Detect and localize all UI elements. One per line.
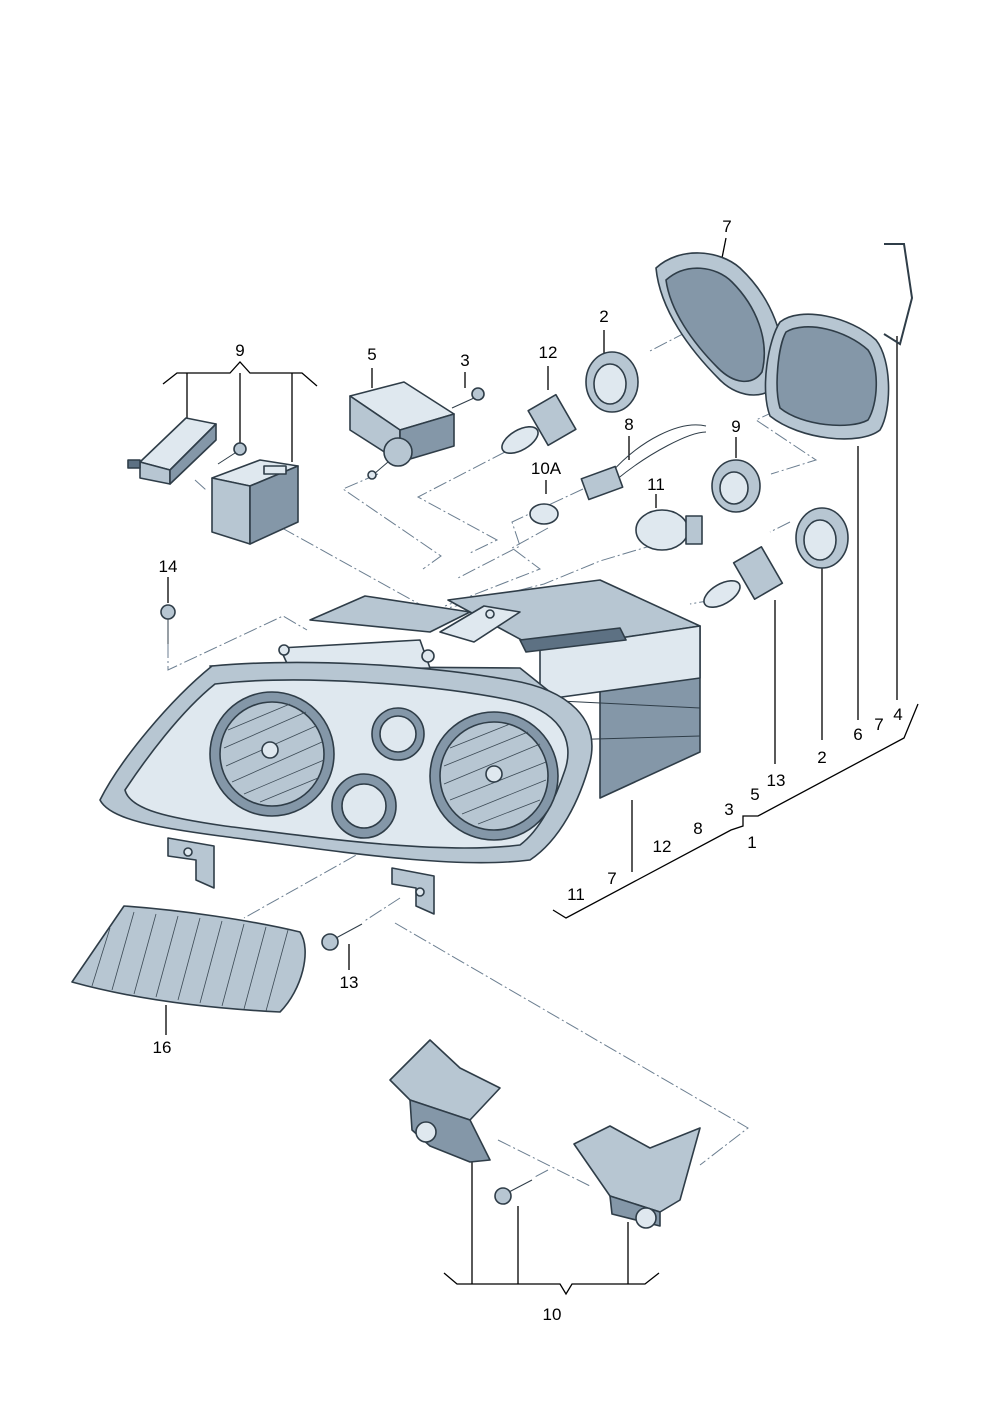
- callout-7-right: 7: [874, 715, 883, 734]
- small-bulb-parts: [529, 424, 761, 551]
- callout-4: 4: [893, 705, 902, 724]
- range-motor-part: [349, 381, 455, 480]
- callout-2-top: 2: [599, 307, 608, 326]
- screw-part: [451, 387, 485, 409]
- callout-15: 14: [159, 557, 178, 576]
- callout-12-top: 11: [647, 475, 665, 494]
- callout-3-right: 3: [724, 800, 733, 819]
- callout-13-top: 12: [539, 343, 558, 362]
- callout-7-top: 7: [722, 217, 731, 236]
- bulb-parts: [501, 393, 784, 609]
- control-unit-parts: [127, 417, 299, 545]
- small-screw-parts: [160, 604, 363, 951]
- callout-9-right: 8: [693, 819, 702, 838]
- callout-16: 16: [153, 1038, 172, 1057]
- callout-9-top: 9: [731, 417, 740, 436]
- callout-5: 5: [367, 345, 376, 364]
- callout-1: 1: [747, 833, 756, 852]
- callout-2-right: 2: [817, 748, 826, 767]
- callout-3-top: 3: [460, 351, 469, 370]
- callout-14: 13: [340, 973, 359, 992]
- callout-5-right: 5: [750, 785, 759, 804]
- bracket-parts: [389, 1039, 701, 1229]
- callout-11-top: 10A: [531, 459, 562, 478]
- bulb-holder-parts: [585, 351, 849, 569]
- callout-labels: 9 5 3 12 2 7 8 9 10A 11 14 4 7 6 2 13 5 …: [153, 217, 903, 1324]
- leader-lines: [162, 237, 919, 1296]
- callout-13-right: 13: [767, 771, 786, 790]
- headlight-housing: [99, 579, 701, 915]
- callout-10: 9: [235, 341, 244, 360]
- callout-8-right: 7: [607, 869, 616, 888]
- callout-8-top: 8: [624, 415, 633, 434]
- callout-12-right: 12: [653, 837, 672, 856]
- cover-lens-part: [71, 905, 306, 1013]
- cover-cap-parts: [655, 243, 914, 440]
- callout-11-right: 11: [567, 885, 585, 904]
- callout-6: 6: [853, 725, 862, 744]
- assembly-lines: [167, 321, 818, 1187]
- callout-10A: 10: [543, 1305, 562, 1324]
